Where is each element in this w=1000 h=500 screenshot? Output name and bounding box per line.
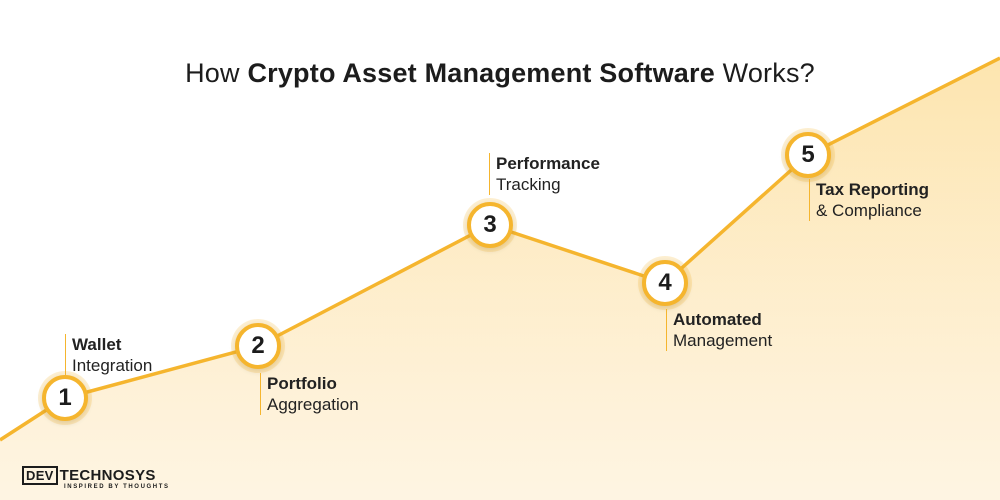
page-title: How Crypto Asset Management Software Wor… [185,58,815,88]
step-4-node: 4 [642,260,688,306]
area-fill [0,58,1000,500]
logo-name: TECHNOSYS [59,467,156,484]
step-5-label: Tax Reporting & Compliance [809,179,929,221]
step-3-title: Performance [496,154,600,173]
step-5-node: 5 [785,132,831,178]
logo-box: DEV [22,466,58,485]
step-1-subtitle: Integration [72,356,153,375]
step-4-title: Automated [673,310,762,329]
step-3-node: 3 [467,202,513,248]
step-1-node: 1 [42,375,88,421]
step-5-subtitle: & Compliance [816,201,922,220]
step-5-title: Tax Reporting [816,180,930,199]
step-2-node: 2 [235,323,281,369]
step-3-subtitle: Tracking [496,175,561,194]
step-4-label: Automated Management [666,309,772,351]
step-2-label: Portfolio Aggregation [260,373,359,415]
logo-tagline: INSPIRED BY THOUGHTS [64,484,170,490]
step-4-subtitle: Management [673,331,773,350]
step-1-label: Wallet Integration [65,334,152,376]
step-3-label: Performance Tracking [489,153,600,195]
step-2-title: Portfolio [267,374,337,393]
step-1-title: Wallet [72,335,122,354]
step-2-subtitle: Aggregation [267,395,359,414]
